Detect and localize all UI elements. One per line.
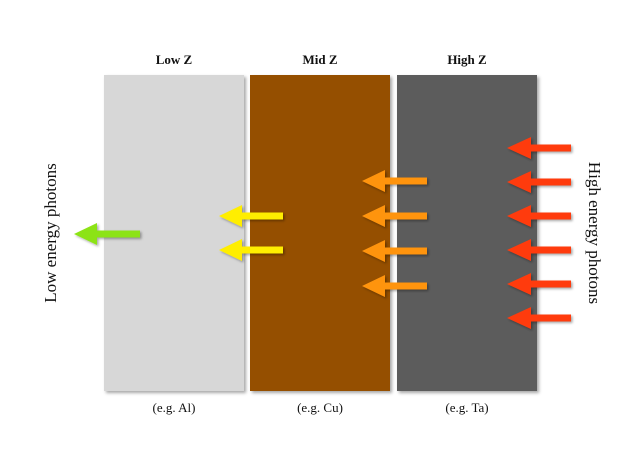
arrow-mid-4 bbox=[362, 275, 427, 297]
arrow-lowest-1 bbox=[74, 223, 140, 245]
arrow-high-4 bbox=[507, 239, 571, 261]
mid-energy-arrows bbox=[362, 170, 427, 297]
arrow-low-2 bbox=[219, 239, 283, 261]
arrow-high-5 bbox=[507, 273, 571, 295]
slab-example-low-z: (e.g. Al) bbox=[152, 400, 196, 415]
arrow-mid-3 bbox=[362, 240, 427, 262]
slab-high-z bbox=[397, 75, 537, 391]
slab-title-high-z: High Z bbox=[447, 52, 487, 67]
slab-mid-z bbox=[250, 75, 390, 391]
slab-example-high-z: (e.g. Ta) bbox=[445, 400, 489, 415]
arrow-low-1 bbox=[219, 205, 283, 227]
slab-title-mid-z: Mid Z bbox=[302, 52, 338, 67]
low-energy-arrows bbox=[219, 205, 283, 261]
arrow-high-1 bbox=[507, 137, 571, 159]
arrow-mid-1 bbox=[362, 170, 427, 192]
arrow-high-2 bbox=[507, 171, 571, 193]
high-energy-arrows bbox=[507, 137, 571, 329]
lowest-energy-arrows bbox=[74, 223, 140, 245]
arrow-high-3 bbox=[507, 205, 571, 227]
arrow-mid-2 bbox=[362, 205, 427, 227]
slab-title-low-z: Low Z bbox=[155, 52, 193, 67]
slab-example-mid-z: (e.g. Cu) bbox=[297, 400, 343, 415]
arrow-high-6 bbox=[507, 307, 571, 329]
